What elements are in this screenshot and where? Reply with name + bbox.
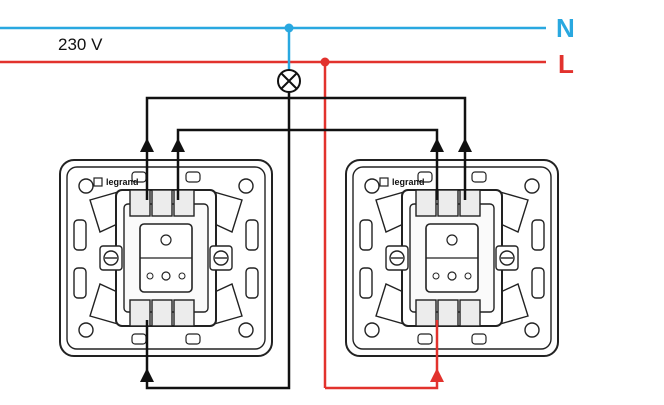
brand-label: legrand: [392, 177, 425, 187]
arrow-up-icon: [140, 368, 154, 382]
traveller-wire-1: [145, 96, 467, 150]
traveller-wire-2: [176, 128, 439, 150]
lamp-icon: [277, 69, 301, 93]
arrow-up-icon: [171, 138, 185, 152]
arrow-up-icon: [430, 368, 444, 382]
neutral-label: N: [556, 13, 575, 43]
live-junction: [320, 57, 330, 67]
voltage-label: 230 V: [58, 35, 103, 54]
arrow-up-icon: [430, 138, 444, 152]
neutral-junction: [284, 23, 294, 33]
live-feed-wire: [325, 372, 439, 390]
brand-label: legrand: [106, 177, 139, 187]
switch-left: legrand: [59, 159, 273, 357]
arrow-up-icon: [140, 138, 154, 152]
arrow-up-icon: [458, 138, 472, 152]
switch-right: legrand: [345, 159, 559, 357]
live-label: L: [558, 49, 574, 79]
